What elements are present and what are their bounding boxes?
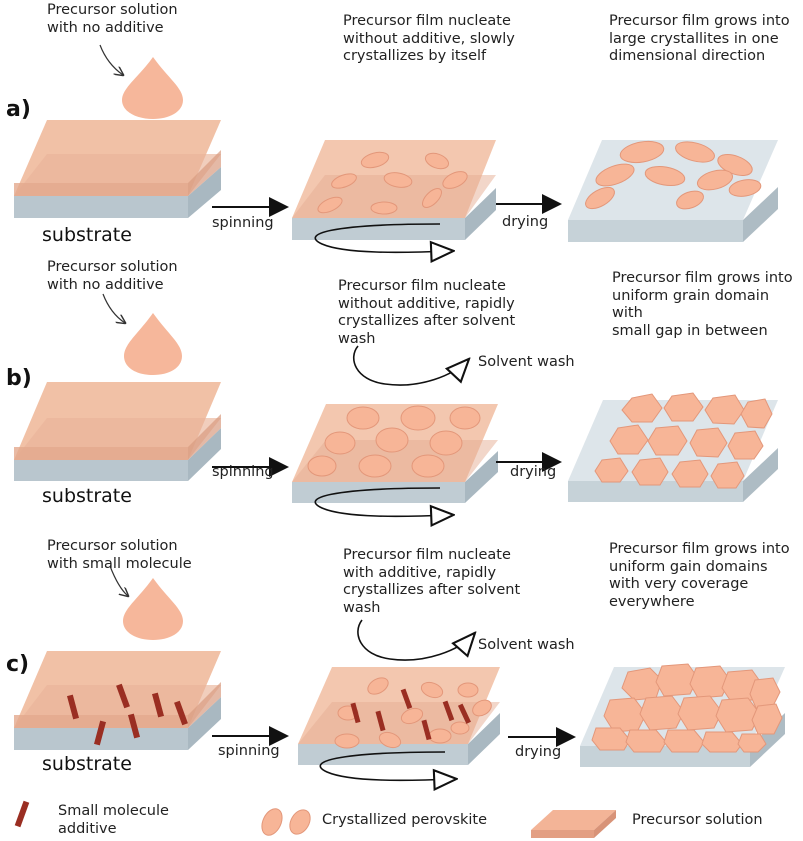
- row-a: [14, 44, 778, 252]
- rotation-arrow-b: [314, 487, 452, 516]
- pointer-line-b: [102, 293, 125, 323]
- solvent-wash-arrow-c: [357, 619, 474, 661]
- legend-precursor-swatch: [531, 810, 616, 838]
- solvent-wash-label-c: Solvent wash: [478, 637, 575, 653]
- substrate-label-c: substrate: [42, 753, 132, 775]
- solvent-wash-arrow-b: [353, 345, 468, 386]
- drying-label-c: drying: [515, 744, 562, 760]
- rotation-arrow-a: [314, 223, 452, 252]
- step2-caption-c: Precursor film nucleate with additive, r…: [343, 547, 521, 616]
- row-b: [14, 293, 778, 516]
- legend: [14, 800, 616, 838]
- panel-label-a: a): [6, 97, 31, 122]
- step3-caption-b: Precursor film grows into uniform grain …: [612, 270, 793, 339]
- drying-label-a: drying: [502, 214, 549, 230]
- additive-rods-c1: [66, 683, 188, 746]
- spinning-label-b: spinning: [212, 464, 274, 480]
- drop-caption-b: Precursor solution with no additive: [47, 259, 178, 293]
- crystals-with-additive-c2: [334, 677, 492, 749]
- legend-precursor-label: Precursor solution: [632, 812, 763, 828]
- legend-perovskite-label: Crystallized perovskite: [322, 812, 488, 828]
- crystal-chains-a: [585, 140, 762, 210]
- step3-caption-c: Precursor film grows into uniform gain d…: [609, 541, 790, 610]
- panel-label-b: b): [6, 366, 32, 391]
- precursor-drop-b: [124, 313, 182, 375]
- full-coverage-grains-c: [591, 663, 783, 753]
- substrate-block-a1: [14, 120, 221, 218]
- substrate-block-b1: [14, 382, 221, 481]
- step3-caption-a: Precursor film grows into large crystall…: [609, 13, 790, 64]
- crystal-ellipses-a: [317, 151, 468, 215]
- step2-caption-a: Precursor film nucleate without additive…: [343, 13, 515, 64]
- legend-additive-swatch: [14, 800, 30, 828]
- drop-caption-c: Precursor solution with small molecule: [47, 538, 192, 572]
- pointer-line-c: [109, 565, 128, 596]
- substrate-label-a: substrate: [42, 224, 132, 246]
- substrate-block-c1: [14, 651, 221, 750]
- precursor-drop-a: [122, 57, 183, 119]
- drying-label-b: drying: [510, 464, 557, 480]
- drop-caption-a: Precursor solution with no additive: [47, 2, 178, 36]
- substrate-label-b: substrate: [42, 485, 132, 507]
- crystal-clusters-b: [307, 405, 481, 478]
- solvent-wash-label-b: Solvent wash: [478, 354, 575, 370]
- precursor-drop-c: [123, 578, 183, 640]
- spinning-label-c: spinning: [218, 743, 280, 759]
- film-block-c2: [298, 667, 500, 765]
- grain-domains-b: [594, 392, 773, 489]
- pointer-line-a: [99, 44, 123, 75]
- legend-additive-label: Small molecule additive: [58, 803, 169, 837]
- panel-label-c: c): [6, 652, 30, 677]
- legend-perovskite-swatch: [261, 808, 311, 836]
- row-c: [14, 565, 785, 780]
- step2-caption-b: Precursor film nucleate without additive…: [338, 278, 516, 347]
- spinning-label-a: spinning: [212, 215, 274, 231]
- rotation-arrow-c: [319, 751, 455, 780]
